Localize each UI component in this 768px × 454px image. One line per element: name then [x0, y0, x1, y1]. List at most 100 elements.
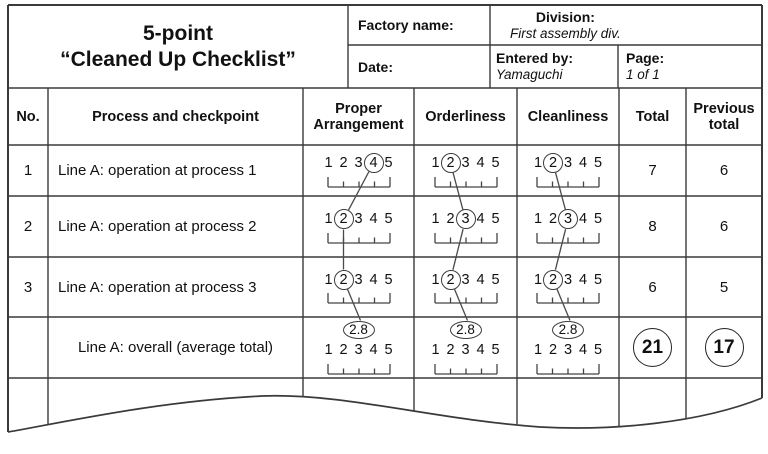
rating-digit: 1 [324, 155, 333, 171]
scale-ruler [433, 363, 498, 375]
torn-edge [7, 394, 763, 433]
rating-digit: 2 [339, 342, 348, 358]
col-header-previous-total: Previous total [693, 100, 755, 133]
rating-digit: 4 [369, 271, 378, 288]
scale-ruler [433, 293, 498, 304]
total-value: 6 [648, 278, 657, 296]
rating-digit: 1 [431, 271, 440, 288]
rating-digit: 4 [476, 342, 485, 358]
rating-digit: 4 [476, 211, 485, 227]
average-ellipse: 2.8 [342, 320, 375, 339]
previous-grand-total-circle: 17 [704, 328, 744, 367]
rating-digit: 5 [593, 342, 603, 358]
scale-ruler [326, 232, 391, 244]
rating-digit: 1 [533, 211, 543, 227]
previous-total-value: 5 [719, 278, 729, 296]
process-label-overall: Line A: overall (average total) [77, 339, 274, 356]
total-value: 7 [648, 162, 657, 179]
page-value: 1 of 1 [626, 67, 660, 82]
row-number: 3 [23, 278, 33, 296]
entered-by-cell: Entered by: Yamaguchi [490, 45, 618, 88]
rating-digit-selected: 2 [546, 154, 561, 173]
rating-digit: 4 [369, 211, 378, 227]
rating-digit: 3 [354, 211, 363, 227]
rating-digit-selected: 3 [458, 210, 473, 229]
previous-total-value: 6 [719, 162, 729, 179]
row-number: 1 [23, 162, 33, 179]
page-label: Page: [626, 50, 665, 66]
rating-digit: 5 [491, 211, 500, 227]
scale-ruler [536, 363, 600, 375]
rating-digit: 1 [533, 155, 543, 171]
scale-ruler [326, 363, 391, 375]
previous-grand-total-cell: 17 [686, 317, 762, 378]
process-label: Line A: operation at process 3 [58, 278, 257, 296]
rating-digit: 3 [354, 342, 363, 358]
col-header-process: Process and checkpoint [92, 108, 259, 125]
rating-digit: 1 [431, 155, 440, 171]
rating-digit-selected: 2 [336, 210, 351, 229]
rating-digit: 1 [324, 271, 333, 288]
scale-ruler [433, 232, 498, 244]
rating-digit: 4 [578, 211, 588, 227]
rating-digit: 4 [578, 155, 588, 171]
rating-digit: 5 [593, 271, 603, 288]
rating-digit: 3 [461, 271, 470, 288]
rating-digit: 2 [548, 342, 558, 358]
form-title-line-2: “Cleaned Up Checklist” [60, 47, 296, 71]
previous-total-value: 6 [719, 218, 729, 235]
rating-digit: 4 [476, 155, 485, 171]
rating-digit-selected: 2 [546, 270, 561, 289]
col-header-cleanliness: Cleanliness [527, 108, 609, 125]
rating-digit-selected: 2 [443, 270, 458, 289]
page-cell: Page: 1 of 1 [618, 45, 762, 88]
rating-digit: 1 [324, 342, 333, 358]
grand-total-circle: 21 [633, 328, 672, 367]
rating-digit: 4 [369, 342, 378, 358]
rating-digit: 5 [384, 155, 393, 171]
entered-by-label: Entered by: [496, 50, 574, 66]
rating-digit-selected: 2 [443, 154, 458, 173]
rating-digit: 5 [491, 342, 500, 358]
rating-digit-selected: 3 [561, 210, 576, 229]
division-value: First assembly div. [510, 25, 621, 41]
process-label: Line A: operation at process 1 [58, 162, 257, 179]
date-cell: Date: [348, 45, 490, 88]
scale-ruler [536, 293, 600, 304]
rating-digit: 4 [476, 271, 485, 288]
factory-name-cell: Factory name: [348, 5, 490, 45]
rating-digit: 5 [593, 211, 603, 227]
form-title: 5-point “Cleaned Up Checklist” [8, 5, 348, 88]
rating-digit: 1 [533, 271, 543, 288]
form-title-line-1: 5-point [143, 21, 213, 45]
rating-digit: 1 [324, 211, 333, 227]
rating-digit: 2 [446, 211, 455, 227]
rating-digit: 5 [491, 155, 500, 171]
rating-digit: 5 [384, 342, 393, 358]
rating-digit: 4 [578, 271, 588, 288]
col-header-proper-arrangement: Proper Arrangement [313, 100, 404, 133]
rating-digit: 5 [384, 211, 393, 227]
rating-digit: 1 [431, 211, 440, 227]
scale-ruler [433, 176, 498, 188]
rating-digit: 5 [491, 271, 500, 288]
scale-ruler [536, 232, 600, 244]
rating-digit: 3 [563, 342, 573, 358]
rating-digit: 3 [563, 271, 573, 288]
